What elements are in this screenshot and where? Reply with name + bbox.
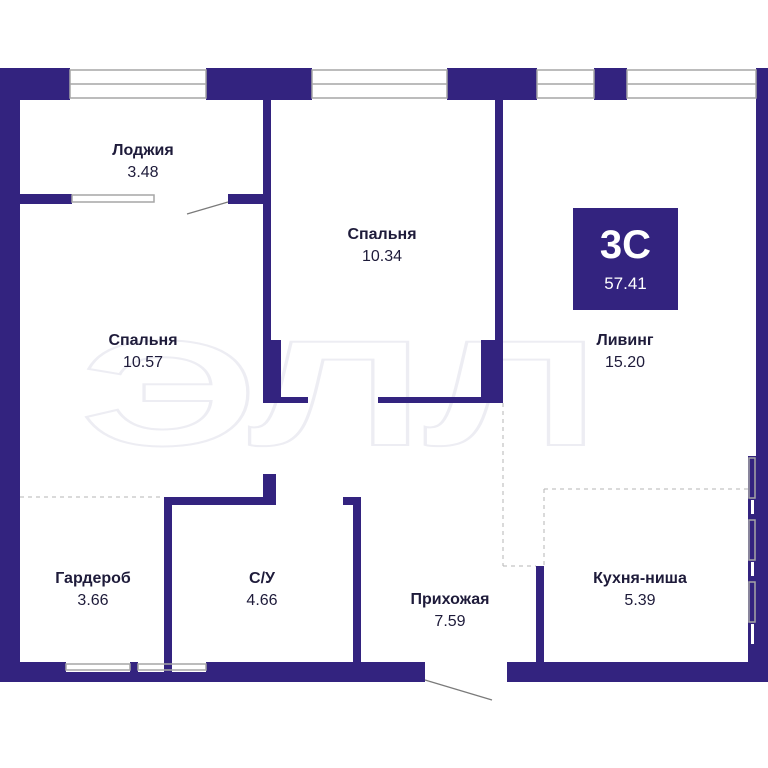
svg-text:4.66: 4.66 xyxy=(246,592,277,609)
svg-text:Спальня: Спальня xyxy=(108,332,177,349)
svg-text:Спальня: Спальня xyxy=(347,226,416,243)
total-area: 57.41 xyxy=(604,274,647,293)
right-wall-windows xyxy=(751,500,754,644)
room-label-kitchen: Кухня-ниша 5.39 xyxy=(593,570,687,609)
room-label-bedroom-2: Спальня 10.57 xyxy=(108,332,177,371)
windows xyxy=(65,69,757,671)
apartment-type-badge: 3С 57.41 xyxy=(573,208,678,310)
svg-text:5.39: 5.39 xyxy=(624,592,655,609)
watermark-logo: ЭЛЛ xyxy=(79,308,601,478)
room-label-bedroom-1: Спальня 10.34 xyxy=(347,226,416,265)
svg-text:3.48: 3.48 xyxy=(127,164,158,181)
svg-text:Ливинг: Ливинг xyxy=(596,332,653,349)
svg-text:10.57: 10.57 xyxy=(123,354,163,371)
svg-text:7.59: 7.59 xyxy=(434,613,465,630)
svg-text:10.34: 10.34 xyxy=(362,248,402,265)
svg-text:ЭЛЛ: ЭЛЛ xyxy=(80,309,600,477)
svg-text:С/У: С/У xyxy=(249,570,276,587)
doors xyxy=(186,201,493,701)
room-label-hallway: Прихожая 7.59 xyxy=(411,591,490,630)
svg-text:15.20: 15.20 xyxy=(605,354,645,371)
room-label-loggia: Лоджия 3.48 xyxy=(112,142,173,181)
room-label-bathroom: С/У 4.66 xyxy=(246,570,277,609)
svg-text:Прихожая: Прихожая xyxy=(411,591,490,608)
svg-text:Кухня-ниша: Кухня-ниша xyxy=(593,570,687,587)
room-label-wardrobe: Гардероб 3.66 xyxy=(55,570,131,609)
walls xyxy=(0,68,768,682)
apartment-code: 3С xyxy=(599,223,652,267)
zone-dividers xyxy=(20,403,748,567)
svg-text:3.66: 3.66 xyxy=(77,592,108,609)
svg-text:Лоджия: Лоджия xyxy=(112,142,173,159)
svg-text:Гардероб: Гардероб xyxy=(55,570,131,587)
room-label-living: Ливинг 15.20 xyxy=(596,332,653,371)
